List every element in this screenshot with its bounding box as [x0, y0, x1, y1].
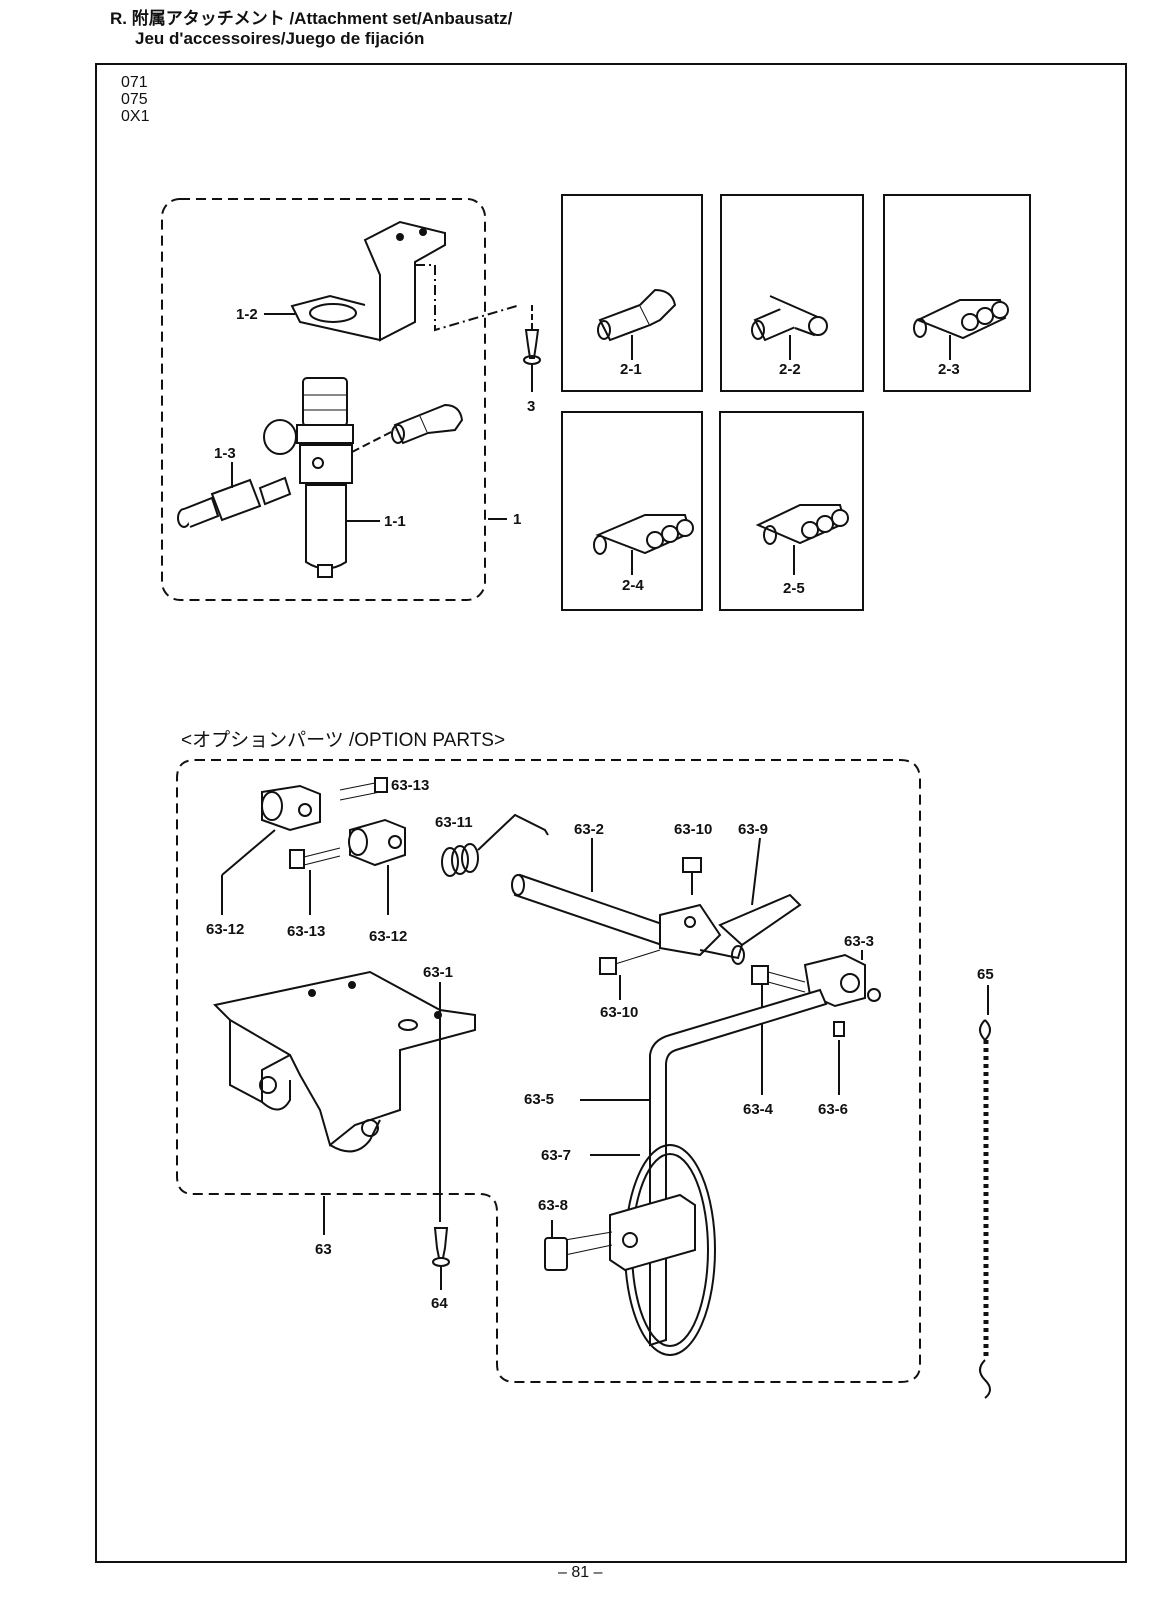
callout-1-3: 1-3	[214, 445, 236, 462]
callout-1: 1	[513, 511, 521, 528]
screw-part	[432, 1227, 450, 1290]
page-number: – 81 –	[558, 1564, 603, 1581]
callout-63-13: 63-13	[287, 923, 325, 940]
callout-1-1: 1-1	[384, 513, 406, 530]
callout-2-4: 2-4	[622, 577, 644, 594]
group-1-outline	[161, 198, 486, 601]
model-code: 075	[121, 91, 148, 108]
callout-63-11: 63-11	[435, 814, 473, 831]
callout-63-2: 63-2	[574, 821, 604, 838]
callout-63-1: 63-1	[423, 964, 453, 981]
chain-part	[979, 985, 991, 1399]
callout-63-9: 63-9	[738, 821, 768, 838]
callout-2-5: 2-5	[783, 580, 805, 597]
callout-3: 3	[527, 398, 535, 415]
bent-rod-part	[580, 988, 828, 1347]
callout-63-8: 63-8	[538, 1197, 568, 1214]
callout-65: 65	[977, 966, 994, 983]
callout-63-7: 63-7	[541, 1147, 571, 1164]
callout-2-2: 2-2	[779, 361, 801, 378]
callout-63-5: 63-5	[524, 1091, 554, 1108]
option-group-outline	[176, 759, 921, 1383]
screw-part	[523, 305, 541, 392]
option-parts-heading: <オプションパーツ /OPTION PARTS>	[181, 730, 506, 751]
model-list: 071 075 0X1	[121, 74, 149, 125]
fitting-box-2-3	[883, 194, 1031, 392]
callout-1-2: 1-2	[236, 306, 258, 323]
quick-coupler-part	[177, 462, 292, 528]
callout-2-3: 2-3	[938, 361, 960, 378]
shaft-lever-part	[511, 837, 802, 1000]
section-title-line2: Jeu d'accessoires/Juego de fijación	[135, 29, 425, 48]
model-code: 0X1	[121, 108, 150, 125]
fitting-box-2-2	[720, 194, 864, 392]
fitting-box-2-1	[561, 194, 703, 392]
callout-63-10: 63-10	[674, 821, 712, 838]
callout-64: 64	[431, 1295, 448, 1312]
section-title-line1: R. 附属アタッチメント /Attachment set/Anbausatz/	[110, 9, 513, 28]
clamp-block-part	[544, 1193, 696, 1272]
callout-63-12: 63-12	[206, 921, 244, 938]
spring-part	[441, 813, 549, 877]
callout-63-12: 63-12	[369, 928, 407, 945]
callout-63-6: 63-6	[818, 1101, 848, 1118]
callout-63-13: 63-13	[391, 777, 429, 794]
callout-63-4: 63-4	[743, 1101, 774, 1118]
callout-63-3: 63-3	[844, 933, 874, 950]
bracket-part	[290, 220, 521, 342]
callout-2-1: 2-1	[620, 361, 642, 378]
callout-63-10: 63-10	[600, 1004, 638, 1021]
fitting-box-2-5	[719, 411, 864, 611]
drawing-frame	[95, 63, 1127, 1563]
model-code: 071	[121, 74, 148, 91]
elbow-fitting-part	[391, 403, 464, 445]
fitting-box-2-4	[561, 411, 703, 611]
rod-collar-part	[751, 950, 881, 1095]
filter-regulator-part	[263, 377, 396, 578]
base-bracket-part	[212, 970, 476, 1222]
callout-63: 63	[315, 1241, 332, 1258]
collar-part	[221, 777, 406, 915]
